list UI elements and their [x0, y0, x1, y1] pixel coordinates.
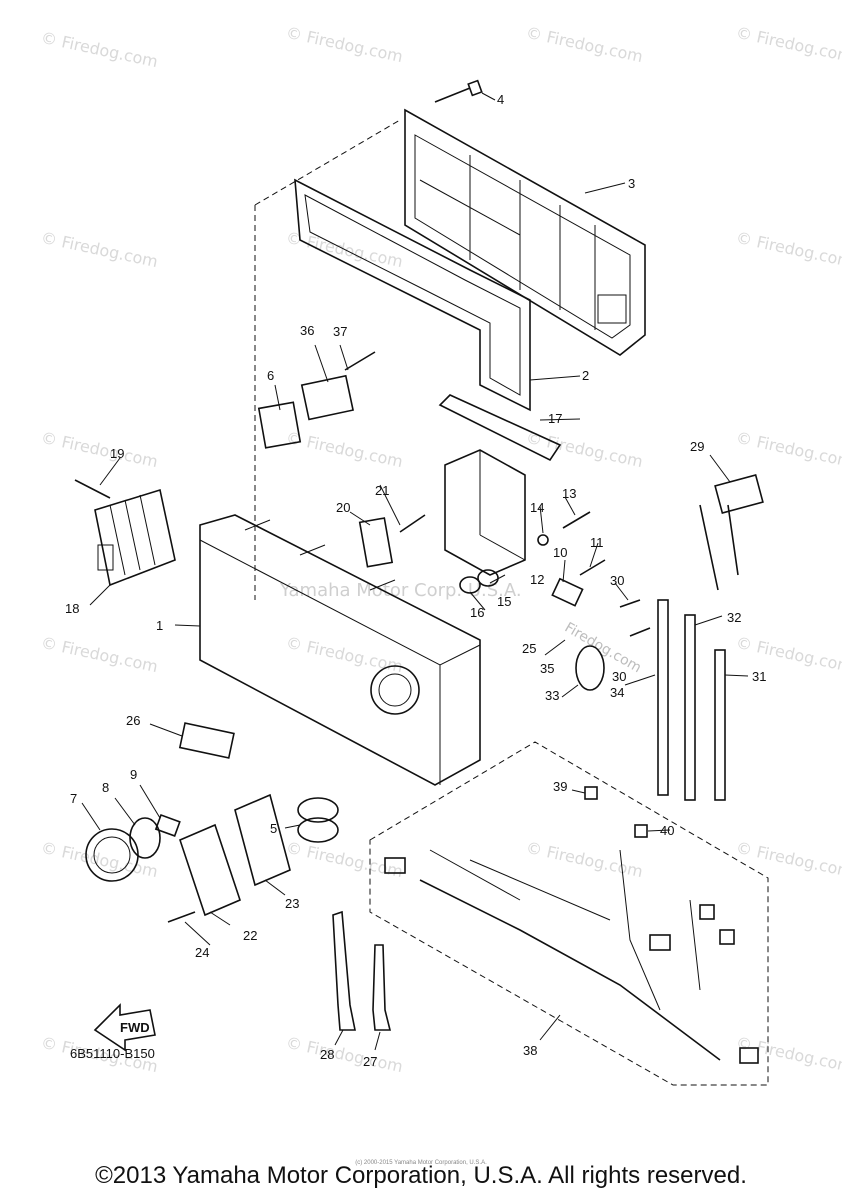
callout-number: 17	[548, 411, 562, 426]
ignition-coil-part-29	[699, 474, 764, 591]
wire-harness-part-38	[384, 849, 759, 1064]
callout-number: 34	[610, 685, 624, 700]
callout-number: 22	[243, 928, 257, 943]
callout-number: 21	[375, 483, 389, 498]
terminal-part-30	[619, 599, 641, 608]
electrical-box-part-1	[199, 514, 481, 786]
screw-part-24	[167, 911, 196, 923]
callout-number: 20	[336, 500, 350, 515]
callout-number: 24	[195, 945, 209, 960]
assembly-outline	[254, 119, 401, 600]
spark-plug-lead-part-34	[657, 599, 669, 796]
callout-number: 30	[610, 573, 624, 588]
callout-number: 35	[540, 661, 554, 676]
bolt-part-19	[74, 479, 111, 499]
callout-number: 14	[530, 500, 544, 515]
rectifier-part-18	[94, 488, 176, 587]
callout-number: 25	[522, 641, 536, 656]
callout-number: 26	[126, 713, 140, 728]
callout-number: 12	[530, 572, 544, 587]
callout-number: 16	[470, 605, 484, 620]
callout-number: 30	[612, 669, 626, 684]
callout-number: 38	[523, 1043, 537, 1058]
terminal-part-30b	[629, 627, 651, 637]
connector-part-9	[154, 813, 181, 837]
bracket-part-20	[358, 517, 394, 568]
band-part-27	[372, 944, 392, 1031]
plate-part-23	[234, 793, 291, 887]
band-part-28	[332, 910, 356, 1031]
relay-part-36	[300, 374, 355, 421]
cap-part-7	[85, 817, 161, 882]
diagram-code: 6B51110-B150	[70, 1046, 155, 1061]
grommet-part-16	[459, 576, 481, 594]
forward-arrow-icon	[93, 1003, 156, 1052]
callout-number: 3	[628, 176, 635, 191]
callout-number: 19	[110, 446, 124, 461]
callout-number: 6	[267, 368, 274, 383]
cdi-unit-part-12	[444, 449, 526, 576]
fine-print: (c) 2000-2015 Yamaha Motor Corporation, …	[355, 1160, 487, 1166]
cover-part-3	[404, 108, 646, 356]
callout-number: 10	[553, 545, 567, 560]
callout-number: 37	[333, 324, 347, 339]
fwd-label: FWD	[120, 1020, 150, 1035]
spark-plug-lead-part-32	[684, 614, 696, 801]
callout-number: 31	[752, 669, 766, 684]
plate-part-22	[179, 823, 241, 917]
spark-plug-lead-part-31	[714, 649, 726, 801]
pad-part-6	[257, 401, 302, 449]
band-part-17	[438, 394, 562, 462]
callout-number: 4	[497, 92, 504, 107]
bolt-part-4	[434, 79, 483, 103]
label-part-26	[178, 722, 235, 759]
clip-part-39	[584, 786, 598, 800]
callout-number: 8	[102, 780, 109, 795]
callout-number: 29	[690, 439, 704, 454]
callout-number: 32	[727, 610, 741, 625]
washer-part-14	[537, 534, 549, 546]
callout-number: 15	[497, 594, 511, 609]
callout-number: 2	[582, 368, 589, 383]
callout-number: 39	[553, 779, 567, 794]
harness-outline	[369, 741, 769, 1086]
copyright-notice: ©2013 Yamaha Motor Corporation, U.S.A. A…	[95, 1162, 747, 1189]
callout-number: 40	[660, 823, 674, 838]
gasket-part-2	[294, 178, 531, 412]
grommet-part-15	[477, 569, 499, 587]
callout-number: 27	[363, 1054, 377, 1069]
callout-number: 36	[300, 323, 314, 338]
cap-part-33	[575, 645, 605, 691]
callout-number: 13	[562, 486, 576, 501]
screw-part-21	[399, 514, 426, 533]
clip-part-10	[551, 577, 584, 607]
callout-number: 1	[156, 618, 163, 633]
leader-lines	[81, 92, 749, 1051]
coil-part-5	[297, 797, 339, 843]
callout-number: 5	[270, 821, 277, 836]
callout-number: 33	[545, 688, 559, 703]
callout-number: 9	[130, 767, 137, 782]
callout-number: 11	[590, 535, 604, 550]
clip-part-40	[634, 824, 648, 838]
callout-number: 7	[70, 791, 77, 806]
callout-number: 23	[285, 896, 299, 911]
screw-part-11	[579, 559, 606, 576]
screw-part-37	[344, 351, 376, 371]
screw-part-13	[562, 511, 591, 529]
callout-number: 18	[65, 601, 79, 616]
callout-number: 28	[320, 1047, 334, 1062]
